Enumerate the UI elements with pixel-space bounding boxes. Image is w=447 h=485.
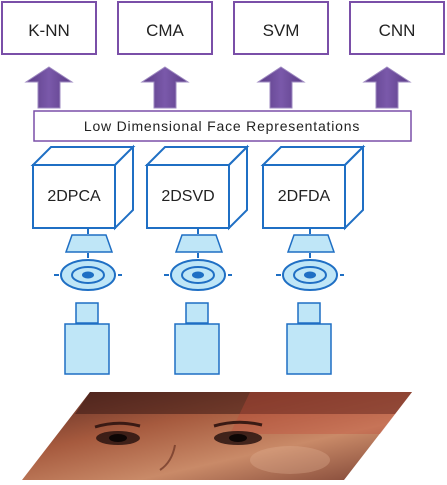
face-image [22,392,412,480]
method-label-2dpca: 2DPCA [47,188,101,205]
up-arrow-icon [140,66,190,109]
representation-label: Low Dimensional Face Representations [84,118,360,134]
camera-column-2 [164,229,232,375]
camera-columns [54,229,344,375]
classifier-label-cnn: CNN [379,21,416,40]
classifier-row: K-NN CMA SVM CNN [1,1,445,55]
target-lens-icon [54,259,122,291]
method-cube-2dpca: 2DPCA [30,144,136,231]
lens-cone-icon [286,234,336,253]
method-cubes: 2DPCA 2DSVD 2DFDA [30,144,366,231]
classifier-label-cma: CMA [146,21,184,40]
up-arrow-icon [362,66,412,109]
target-lens-icon [164,259,232,291]
classifier-label-svm: SVM [263,21,300,40]
target-lens-icon [276,259,344,291]
method-label-2dsvd: 2DSVD [161,188,214,205]
method-cube-2dfda: 2DFDA [260,144,366,231]
method-label-2dfda: 2DFDA [278,188,331,205]
up-arrow-icon [24,66,74,109]
camera-icon [174,302,220,375]
classifier-box-knn: K-NN [1,1,97,55]
up-arrow-icon [256,66,306,109]
camera-column-1 [54,229,122,375]
representation-bar: Low Dimensional Face Representations [33,110,412,142]
camera-icon [286,302,332,375]
classifier-label-knn: K-NN [28,21,70,40]
camera-icon [64,302,110,375]
lens-cone-icon [64,234,114,253]
classifier-box-cma: CMA [117,1,213,55]
lens-cone-icon [174,234,224,253]
arrow-row [24,66,412,109]
camera-column-3 [276,229,344,375]
classifier-box-svm: SVM [233,1,329,55]
classifier-box-cnn: CNN [349,1,445,55]
method-cube-2dsvd: 2DSVD [144,144,250,231]
